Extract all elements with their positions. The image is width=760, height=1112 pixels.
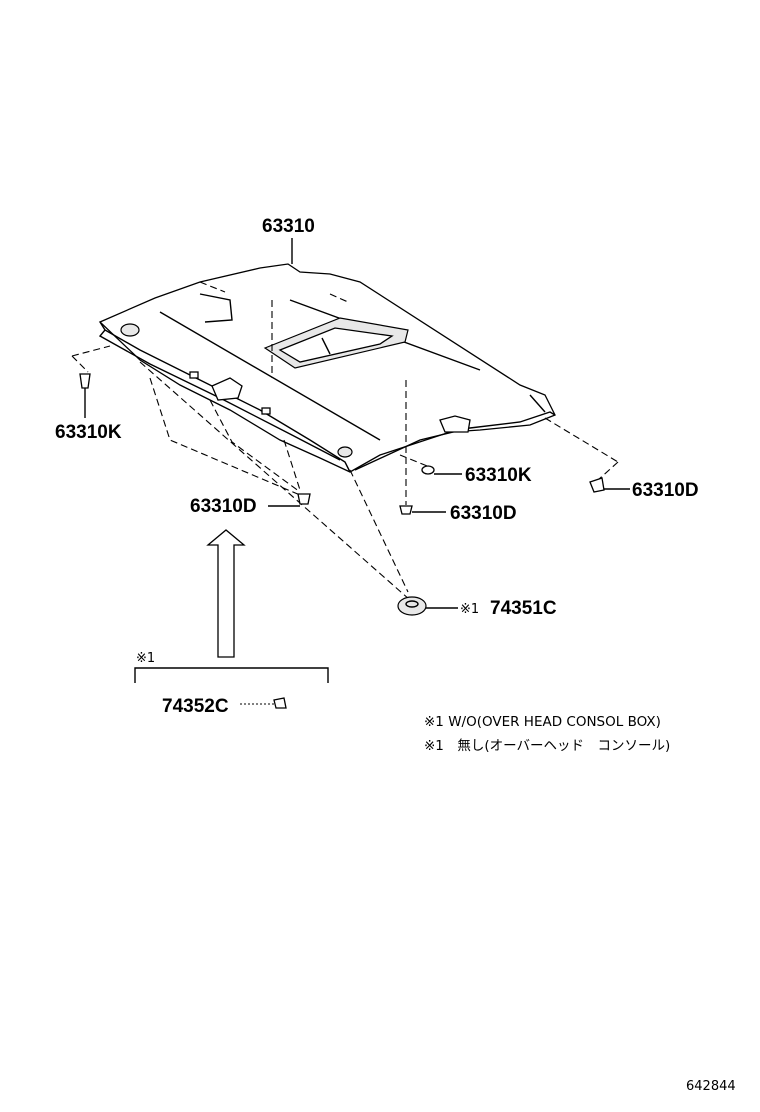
label-63310: 63310 xyxy=(262,216,315,237)
screw-right xyxy=(589,477,630,493)
assembly-lines xyxy=(71,281,619,601)
screw-center xyxy=(399,505,446,515)
hole-mark xyxy=(337,446,353,458)
label-74352c: 74352C xyxy=(162,696,229,717)
label-74351c: 74351C xyxy=(490,598,557,619)
label-63310d-center: 63310D xyxy=(450,503,517,524)
label-63310d-left: 63310D xyxy=(190,496,257,517)
hole-mark xyxy=(120,323,140,337)
note-english: ※1 W/O(OVER HEAD CONSOL BOX) xyxy=(424,714,661,730)
label-63310k-left: 63310K xyxy=(55,422,122,443)
diagram-id: 642844 xyxy=(686,1079,736,1094)
cover-c-part xyxy=(397,596,458,616)
clip-right xyxy=(421,465,462,475)
lamp-opening xyxy=(211,377,243,401)
option-bracket xyxy=(134,667,329,683)
label-63310d-right: 63310D xyxy=(632,480,699,501)
direction-arrow xyxy=(206,529,246,658)
note-japanese: ※1 無し(オーバーヘッド コンソール) xyxy=(424,738,670,754)
cover-d-part xyxy=(240,697,287,709)
headlining-panel xyxy=(98,263,556,473)
slot-mark xyxy=(261,407,271,415)
slot-mark xyxy=(189,371,199,379)
bump-mark xyxy=(439,415,471,433)
clip-left xyxy=(79,373,91,418)
label-63310k-right: 63310K xyxy=(465,465,532,486)
label-74352c-mark: ※1 xyxy=(136,651,155,666)
screw-left xyxy=(268,493,311,507)
opening-frame xyxy=(263,317,409,369)
label-74351c-mark: ※1 xyxy=(460,602,479,617)
